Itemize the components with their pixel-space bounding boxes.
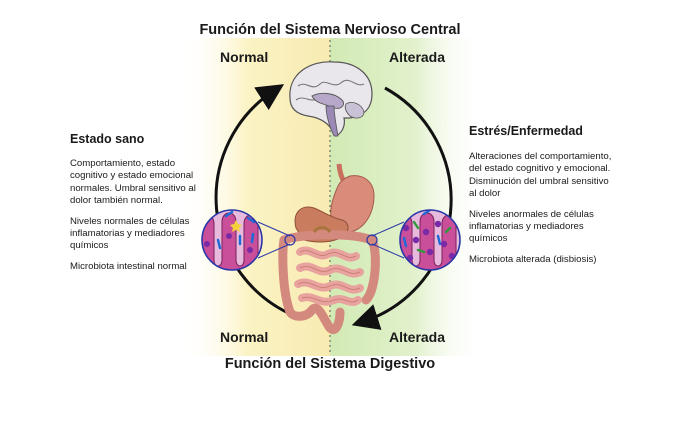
right-panel-paragraph: Microbiota alterada (disbiosis) [469, 253, 597, 265]
left-panel-paragraph: Comportamiento, estado cognitivo y estad… [70, 158, 196, 207]
left-panel: Comportamiento, estado cognitivo y estad… [70, 158, 200, 281]
right-panel-paragraph: Niveles anormales de células inflamatori… [469, 208, 594, 245]
label-bottom-left: Normal [220, 329, 269, 345]
zoom-line-right-top [371, 221, 405, 237]
arrow-left-up [214, 84, 296, 318]
top-title: Función del Sistema Nervioso Central [199, 22, 461, 38]
right-panel: Alteraciones del comportamiento, del est… [469, 151, 615, 274]
brain-icon [289, 61, 373, 137]
zoom-spot-left [284, 234, 296, 246]
zoom-line-left-bottom [257, 243, 291, 259]
left-panel-heading: Estado sano [70, 132, 145, 146]
left-panel-paragraph: Niveles normales de células inflamatoria… [70, 215, 190, 252]
bottom-title: Función del Sistema Digestivo [224, 356, 436, 372]
zoom-spot-right [366, 234, 378, 246]
zoom-line-right-bottom [371, 243, 405, 259]
arrow-right-down [351, 86, 453, 330]
zoom-line-left-top [257, 221, 291, 237]
digestive-system-icon [278, 163, 380, 334]
label-top-right: Alterada [389, 49, 446, 65]
healthy-villi-zoom-icon [201, 209, 263, 271]
label-bottom-right: Alterada [389, 329, 446, 345]
left-panel-paragraph: Microbiota intestinal normal [70, 260, 187, 272]
altered-villi-zoom-icon [399, 209, 461, 271]
right-panel-heading: Estrés/Enfermedad [469, 124, 583, 138]
label-top-left: Normal [220, 49, 269, 65]
right-panel-paragraph: Alteraciones del comportamiento, del est… [469, 151, 612, 200]
